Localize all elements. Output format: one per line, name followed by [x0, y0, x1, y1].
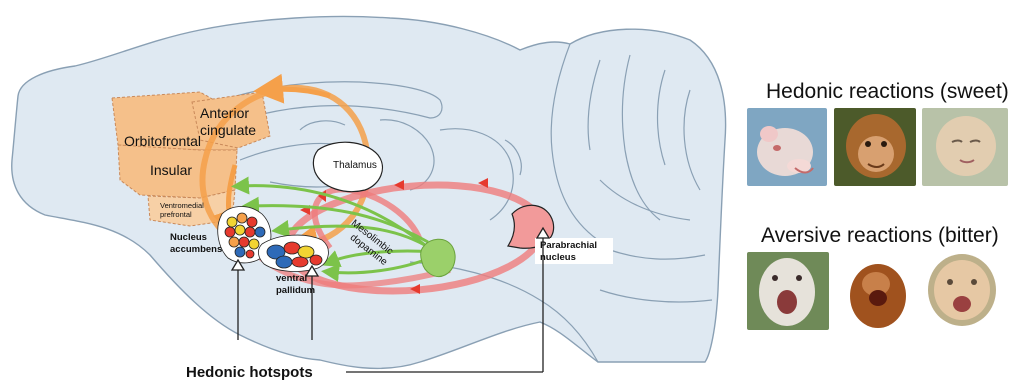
aversive-reactions-title: Aversive reactions (bitter)	[761, 224, 999, 248]
infant-gape-icon	[918, 252, 1004, 330]
orbitofrontal-label: Orbitofrontal	[124, 133, 201, 149]
orangutan-face-icon	[834, 108, 916, 186]
ventral-pallidum-hotspot	[258, 235, 328, 271]
hedonic-hotspots-label: Hedonic hotspots	[186, 364, 313, 380]
rat-gape-icon	[747, 252, 829, 330]
thalamus-label: Thalamus	[333, 160, 377, 171]
rat-face-icon	[747, 108, 827, 186]
insular-label: Insular	[150, 162, 192, 178]
orangutan-gape-icon	[842, 252, 912, 330]
infant-face-icon	[922, 108, 1008, 186]
hedonic-reactions-title: Hedonic reactions (sweet)	[766, 80, 1009, 104]
